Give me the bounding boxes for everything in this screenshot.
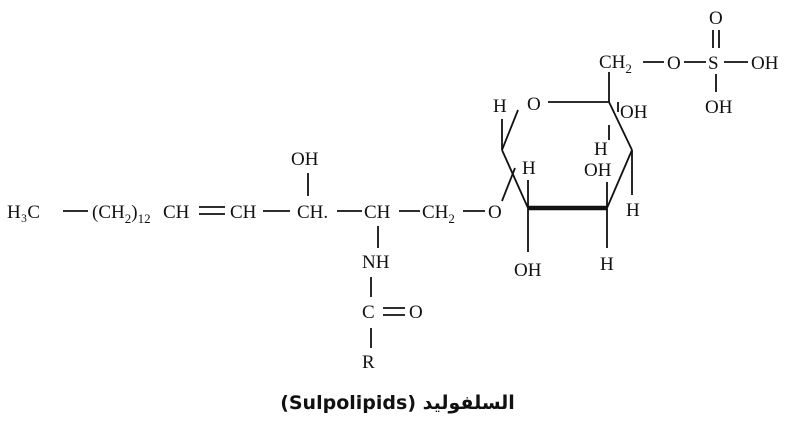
r-label: R — [362, 352, 375, 373]
oh-top-right-label: OH — [620, 102, 648, 123]
o-sulfate-label: O — [667, 53, 681, 74]
ring-o-c1 — [501, 109, 519, 151]
oh-label-chain: OH — [291, 149, 319, 170]
ch2-repeat-label: (CH2)12 — [92, 202, 151, 226]
ch2-sulfate-label: CH2 — [599, 52, 632, 76]
ring-c4-c5 — [608, 101, 633, 151]
oh-mid-label: OH — [584, 160, 612, 181]
ring-c1-c2 — [501, 149, 529, 209]
h-right-label: H — [626, 200, 640, 221]
ch-label-2: CH — [230, 202, 257, 223]
ring-c3-c4 — [606, 149, 633, 209]
h-top-left-label: H — [493, 96, 507, 117]
nh-label: NH — [362, 252, 390, 273]
oh-sulfate-bottom-label: OH — [705, 97, 733, 118]
oh-bottom-label: OH — [514, 260, 542, 281]
h-bottom-label: H — [600, 254, 614, 275]
ch2-link-label: CH2 — [422, 202, 455, 226]
s-label: S — [708, 53, 719, 74]
o-carbonyl-label: O — [409, 302, 423, 323]
oh-sulfate-right-label: OH — [751, 53, 779, 74]
ch-label-4: CH — [364, 202, 391, 223]
ch-label-3: CH. — [297, 202, 328, 223]
c-carbonyl-label: C — [362, 302, 375, 323]
o-sulfate-top-label: O — [709, 8, 723, 29]
h3c-label: H₃C — [7, 202, 40, 223]
ch-label-1: CH — [163, 202, 190, 223]
h-mid-left-label: H — [522, 158, 536, 179]
ring-o-label: O — [527, 94, 541, 115]
caption: السلفوليد (Sulpolipids) — [280, 392, 515, 414]
o-link-label: O — [488, 202, 502, 223]
h-mid-right-label: H — [594, 139, 608, 160]
